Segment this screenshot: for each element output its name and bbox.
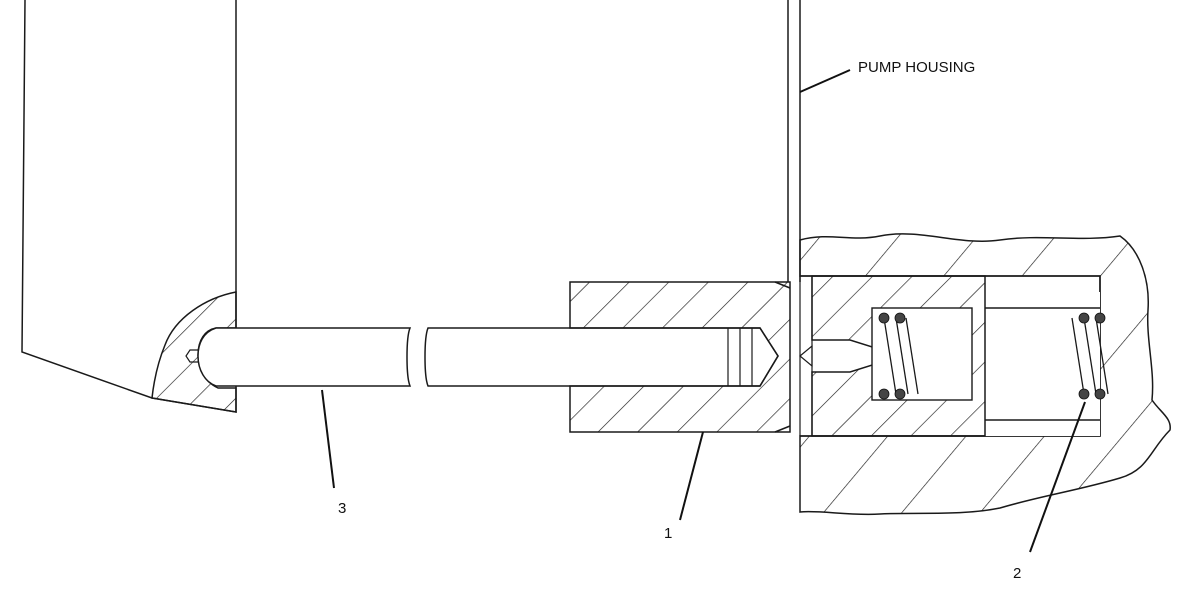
spring-center bbox=[878, 312, 919, 400]
label-part-1: 1 bbox=[664, 525, 672, 542]
pump-housing-wall bbox=[787, 0, 801, 282]
leader-lines bbox=[321, 69, 1086, 553]
valve-spool bbox=[799, 275, 986, 437]
label-pump-housing: PUMP HOUSING bbox=[858, 59, 975, 76]
leader-part-2 bbox=[1029, 401, 1086, 553]
leader-part-3 bbox=[321, 389, 335, 489]
label-part-2: 2 bbox=[1013, 565, 1021, 582]
coupling bbox=[569, 281, 791, 433]
leader-part-1 bbox=[679, 431, 704, 521]
label-part-3: 3 bbox=[338, 500, 346, 517]
shaft bbox=[185, 327, 779, 387]
spring-part-2 bbox=[1071, 312, 1109, 400]
leader-pump-housing bbox=[799, 69, 851, 93]
